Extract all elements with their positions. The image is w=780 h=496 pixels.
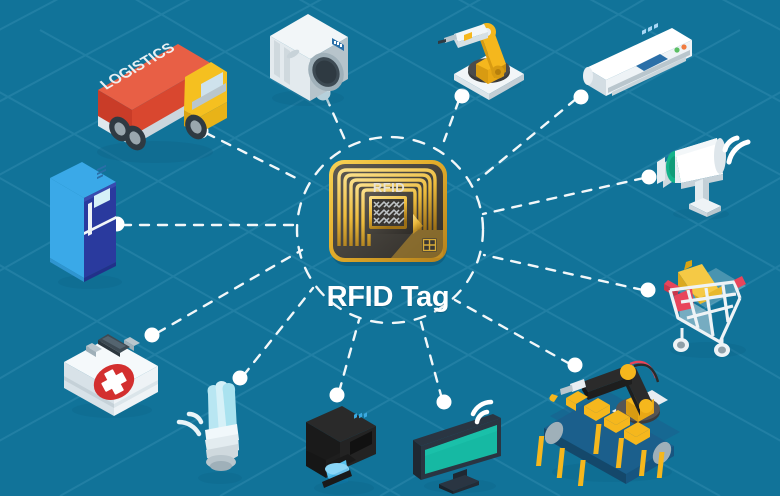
refrigerator-icon [50,162,122,289]
first-aid-kit-icon [64,334,158,418]
factory-conveyor-robot-icon [536,360,680,486]
rfid-chip-text: RFID [373,180,405,195]
smart-tv-icon [413,399,501,494]
center-label: RFID Tag [326,281,450,313]
washing-machine-icon [270,14,348,106]
smart-light-bulb-icon [176,381,242,484]
shopping-cart-icon [664,260,746,358]
rfid-tag-chip-icon[interactable]: RFID [325,158,455,270]
rfid-contact-pad [422,238,437,252]
center-rfid-group: RFID RFID Tag [325,158,455,314]
robotic-arm-icon [438,23,524,100]
security-camera-icon [657,135,751,220]
air-conditioner-icon [583,22,692,96]
logistics-truck-icon: LOGISTICS [97,40,227,163]
coffee-maker-icon [306,406,376,495]
